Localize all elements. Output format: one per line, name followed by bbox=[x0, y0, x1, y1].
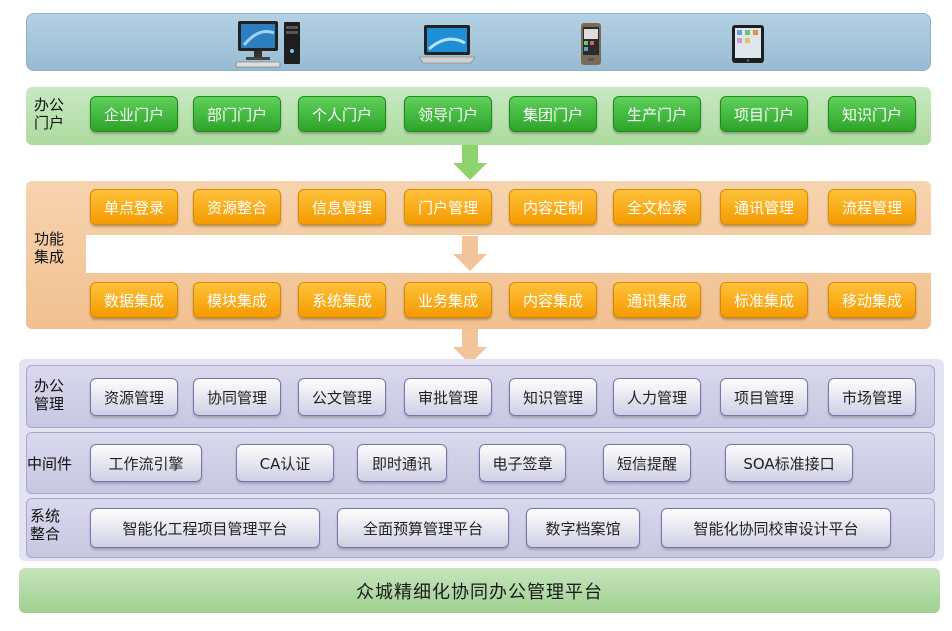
integration-item-button[interactable]: 内容集成 bbox=[509, 282, 597, 318]
office-label: 办公 管理 bbox=[34, 377, 65, 413]
portal-item-button[interactable]: 生产门户 bbox=[613, 96, 701, 132]
middleware-item-button[interactable]: CA认证 bbox=[236, 444, 334, 482]
integration-item-button[interactable]: 标准集成 bbox=[720, 282, 808, 318]
function-band-gap bbox=[86, 235, 931, 273]
integration-item-button[interactable]: 系统集成 bbox=[298, 282, 386, 318]
integration-item-button[interactable]: 数据集成 bbox=[90, 282, 178, 318]
tablet-icon bbox=[732, 25, 764, 63]
office-item-button[interactable]: 市场管理 bbox=[828, 378, 916, 416]
portal-label: 办公 门户 bbox=[34, 96, 65, 132]
portal-item-button[interactable]: 领导门户 bbox=[404, 96, 492, 132]
portal-item-button[interactable]: 部门门户 bbox=[193, 96, 281, 132]
platform-title: 众城精细化协同办公管理平台 bbox=[19, 568, 940, 613]
portal-item-button[interactable]: 知识门户 bbox=[828, 96, 916, 132]
function-label: 功能 集成 bbox=[34, 230, 65, 266]
middleware-item-button[interactable]: 电子签章 bbox=[479, 444, 566, 482]
portal-item-button[interactable]: 项目门户 bbox=[720, 96, 808, 132]
office-item-button[interactable]: 公文管理 bbox=[298, 378, 386, 416]
system-item-button[interactable]: 全面预算管理平台 bbox=[337, 508, 509, 548]
portal-item-button[interactable]: 集团门户 bbox=[509, 96, 597, 132]
office-item-button[interactable]: 项目管理 bbox=[720, 378, 808, 416]
system-label: 系统 整合 bbox=[30, 507, 61, 543]
mobile-phone-icon bbox=[581, 23, 601, 65]
office-item-button[interactable]: 知识管理 bbox=[509, 378, 597, 416]
system-item-button[interactable]: 智能化协同校审设计平台 bbox=[661, 508, 891, 548]
arrow-down-icon bbox=[453, 236, 487, 272]
function-item-button[interactable]: 流程管理 bbox=[828, 189, 916, 225]
office-item-button[interactable]: 人力管理 bbox=[613, 378, 701, 416]
desktop-computer-icon bbox=[235, 21, 300, 68]
function-item-button[interactable]: 门户管理 bbox=[404, 189, 492, 225]
integration-item-button[interactable]: 模块集成 bbox=[193, 282, 281, 318]
system-item-button[interactable]: 数字档案馆 bbox=[526, 508, 640, 548]
middleware-item-button[interactable]: SOA标准接口 bbox=[725, 444, 853, 482]
function-item-button[interactable]: 内容定制 bbox=[509, 189, 597, 225]
middleware-item-button[interactable]: 工作流引擎 bbox=[90, 444, 202, 482]
function-item-button[interactable]: 信息管理 bbox=[298, 189, 386, 225]
function-item-button[interactable]: 资源整合 bbox=[193, 189, 281, 225]
integration-item-button[interactable]: 通讯集成 bbox=[613, 282, 701, 318]
system-item-button[interactable]: 智能化工程项目管理平台 bbox=[90, 508, 320, 548]
office-item-button[interactable]: 资源管理 bbox=[90, 378, 178, 416]
device-band bbox=[26, 13, 931, 71]
function-item-button[interactable]: 通讯管理 bbox=[720, 189, 808, 225]
function-item-button[interactable]: 单点登录 bbox=[90, 189, 178, 225]
middleware-item-button[interactable]: 短信提醒 bbox=[603, 444, 691, 482]
portal-item-button[interactable]: 企业门户 bbox=[90, 96, 178, 132]
middleware-item-button[interactable]: 即时通讯 bbox=[357, 444, 447, 482]
integration-item-button[interactable]: 移动集成 bbox=[828, 282, 916, 318]
office-item-button[interactable]: 协同管理 bbox=[193, 378, 281, 416]
function-item-button[interactable]: 全文检索 bbox=[613, 189, 701, 225]
integration-item-button[interactable]: 业务集成 bbox=[404, 282, 492, 318]
office-item-button[interactable]: 审批管理 bbox=[404, 378, 492, 416]
laptop-icon bbox=[418, 25, 476, 64]
middleware-label: 中间件 bbox=[27, 455, 73, 473]
arrow-down-icon bbox=[453, 145, 487, 181]
portal-item-button[interactable]: 个人门户 bbox=[298, 96, 386, 132]
